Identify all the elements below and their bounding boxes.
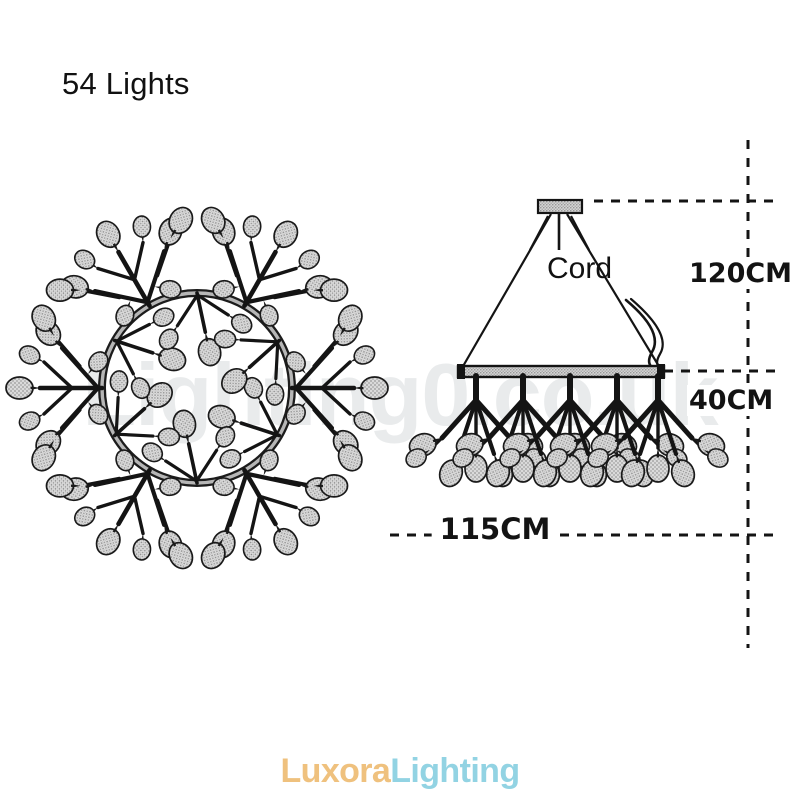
dimension-width: 115CM: [431, 512, 559, 546]
brand-name-part-two: Lighting: [390, 752, 520, 790]
side-view-branches: [403, 376, 731, 490]
page-title: 54 Lights: [62, 66, 190, 101]
side-view-diagram: [403, 198, 731, 490]
dimension-height: 120CM: [687, 258, 795, 289]
ceiling-canopy: [536, 198, 584, 215]
dimension-drop: 40CM: [687, 385, 776, 416]
brand-logo: LuxoraLighting: [0, 752, 800, 791]
suspension-cords: [461, 213, 661, 369]
brand-name-part-one: Luxora: [280, 752, 391, 790]
power-cord: [624, 297, 665, 373]
support-bar: [456, 364, 666, 379]
top-view-branches: [6, 179, 388, 597]
cord-label: Cord: [547, 252, 613, 285]
top-view-diagram: [6, 179, 388, 597]
